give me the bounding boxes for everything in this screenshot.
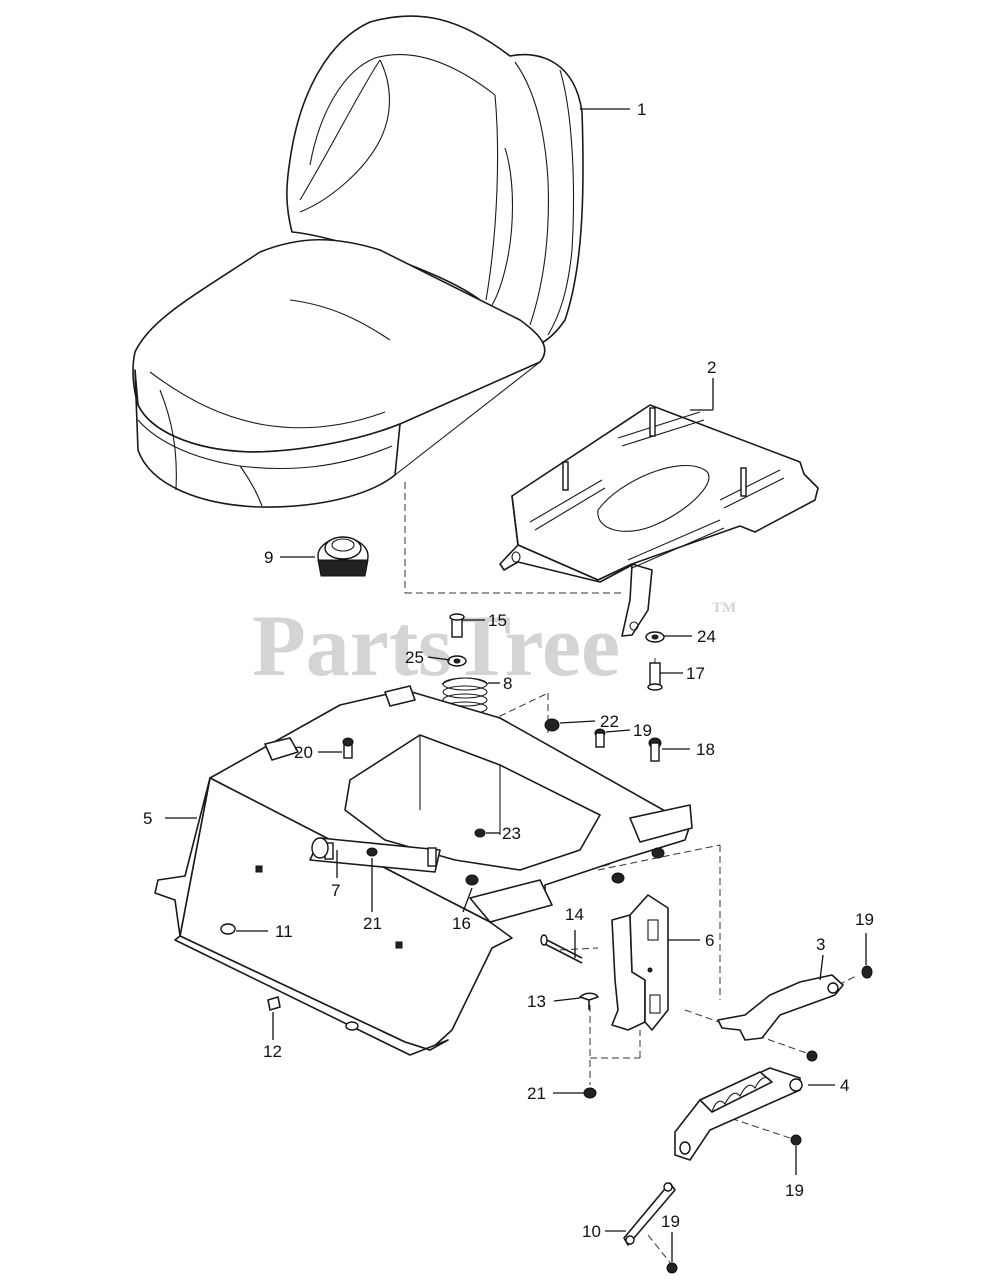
watermark: PartsTree TM [252,598,736,695]
callout-12[interactable]: 12 [263,1042,282,1061]
callout-10[interactable]: 10 [582,1222,601,1241]
watermark-text: PartsTree [252,598,620,695]
callout-11[interactable]: 11 [275,922,293,941]
callout-5[interactable]: 5 [143,809,152,828]
callout-1[interactable]: 1 [637,100,646,119]
callout-2[interactable]: 2 [707,358,716,377]
callout-15[interactable]: 15 [488,611,507,630]
callout-21-frame[interactable]: 21 [363,914,382,933]
seat [132,15,584,508]
callout-22[interactable]: 22 [600,712,619,731]
adjust-lever [674,1050,818,1161]
callout-8[interactable]: 8 [503,674,512,693]
upper-hardware [447,613,665,691]
callout-24[interactable]: 24 [697,627,716,646]
callout-25[interactable]: 25 [405,648,424,667]
callout-23[interactable]: 23 [502,824,521,843]
adjust-bracket [611,894,669,1031]
callout-13[interactable]: 13 [527,992,546,1011]
callout-14[interactable]: 14 [565,905,584,924]
callout-16[interactable]: 16 [452,914,471,933]
callouts: 1 2 3 4 5 6 7 8 9 10 11 12 13 14 15 16 1… [143,100,874,1241]
callout-20[interactable]: 20 [294,743,313,762]
seat-mount-plate [499,404,819,637]
frame-hardware [342,718,665,886]
callout-18[interactable]: 18 [696,740,715,759]
seat-frame [154,685,693,1056]
leader-lines [165,108,867,1262]
callout-19-lever[interactable]: 19 [785,1181,804,1200]
link-arm [583,1087,678,1274]
small-parts [267,992,599,1011]
callout-4[interactable]: 4 [840,1076,849,1095]
lever-bracket [717,965,873,1041]
watermark-trademark: TM [712,600,736,616]
callout-19-right[interactable]: 19 [855,910,874,929]
callout-6[interactable]: 6 [705,931,714,950]
callout-9[interactable]: 9 [264,548,273,567]
callout-19-bottom[interactable]: 19 [661,1212,680,1231]
callout-3[interactable]: 3 [816,935,825,954]
callout-7[interactable]: 7 [331,881,340,900]
callout-17[interactable]: 17 [686,664,705,683]
seat-switch [317,536,369,577]
callout-21-bracket[interactable]: 21 [527,1084,546,1103]
callout-19-top[interactable]: 19 [633,721,652,740]
